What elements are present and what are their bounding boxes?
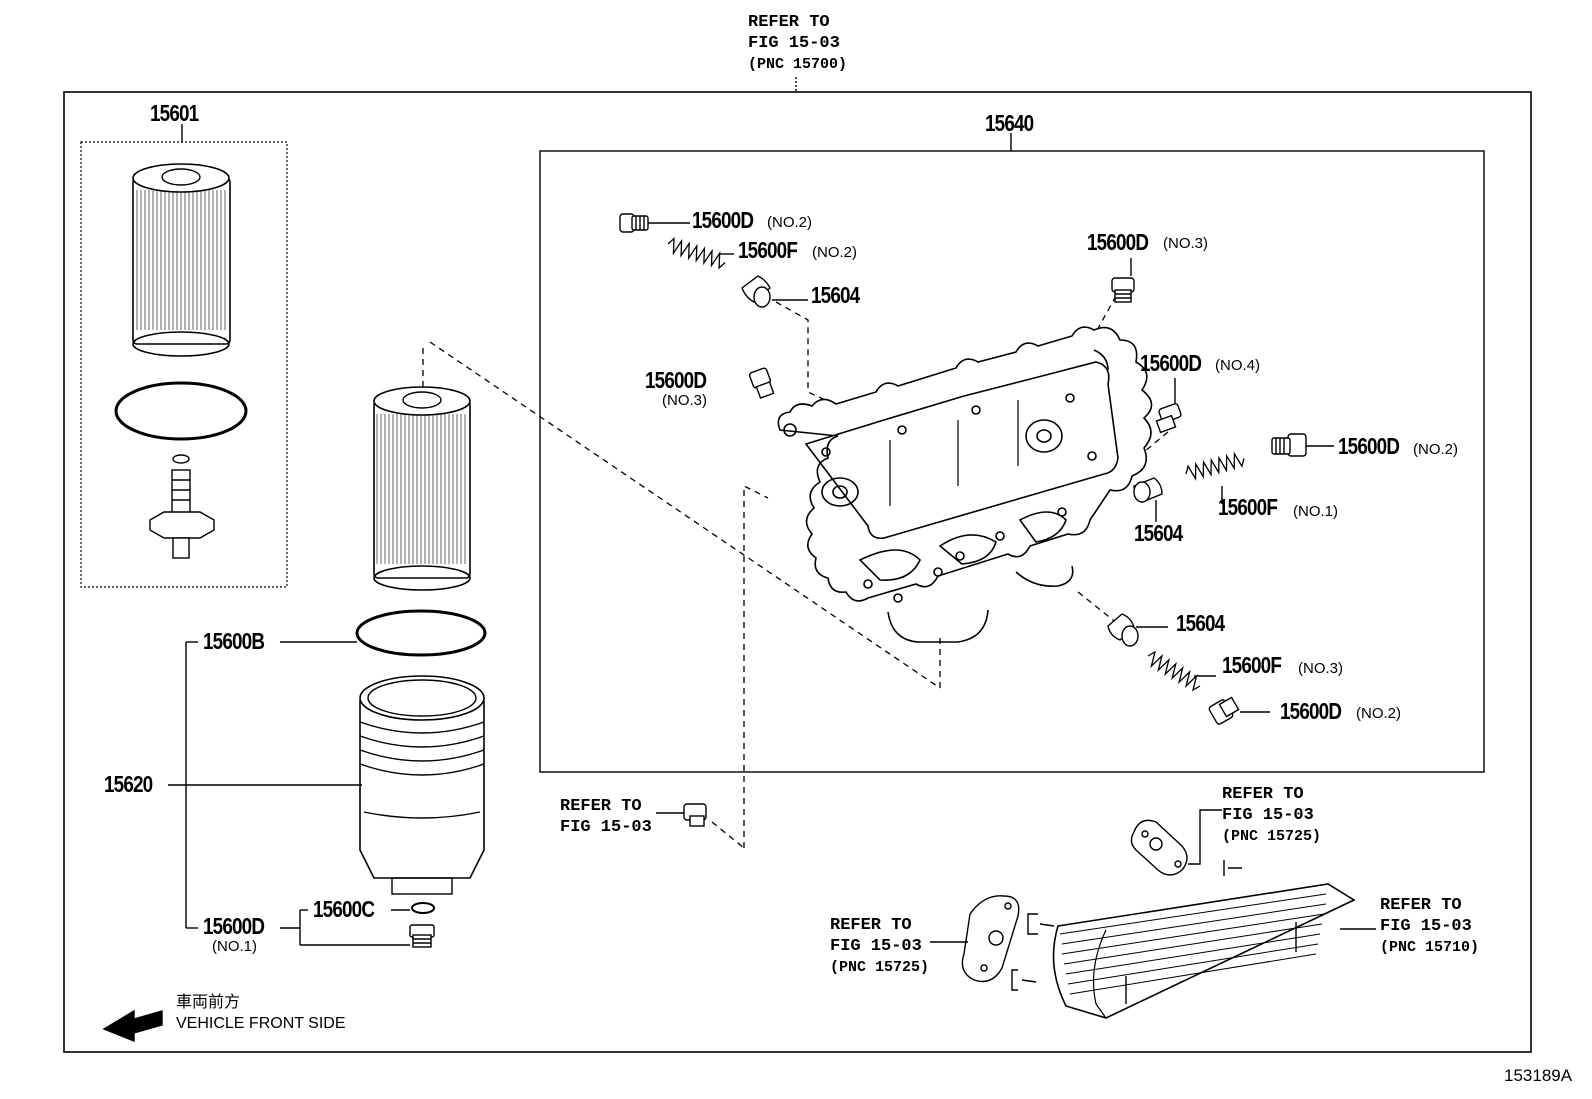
label-15600d-no1: 15600D — [203, 913, 265, 939]
label-no2-bottom: (NO.2) — [1356, 705, 1401, 722]
diagram-id: 153189A — [1504, 1066, 1573, 1085]
label-15600c: 15600C — [313, 896, 375, 922]
label-no3-right: (NO.3) — [1163, 235, 1208, 252]
valve-15604-right — [1133, 477, 1163, 503]
label-15600d-no4: 15600D — [1140, 350, 1202, 376]
label-15600d-no2-right: 15600D — [1338, 433, 1400, 459]
label-15600b: 15600B — [203, 628, 265, 654]
label-15604-top: 15604 — [811, 282, 860, 308]
label-15600d-no2-bottom: 15600D — [1280, 698, 1342, 724]
label-15604-right: 15604 — [1134, 520, 1183, 546]
label-15600d-no3-left: 15600D — [645, 367, 707, 393]
label-no2-right: (NO.2) — [1413, 441, 1458, 458]
drain-plug — [409, 924, 435, 948]
label-no3-f: (NO.3) — [1298, 660, 1343, 677]
main-frame — [63, 91, 1532, 1053]
oil-cooler-cover — [777, 326, 1153, 643]
oil-cooler-frame — [539, 150, 1485, 773]
label-no3-left: (NO.3) — [662, 392, 707, 409]
label-15640: 15640 — [985, 110, 1034, 136]
oil-cooler-element — [1011, 860, 1356, 1019]
bolt-refer — [683, 803, 707, 827]
plug-15600d-no3-right — [1111, 277, 1135, 303]
gasket-left — [961, 895, 1020, 983]
oil-filter-element — [373, 386, 471, 591]
label-15600d-no2-top: 15600D — [692, 207, 754, 233]
plug-15600d-no2-right — [1271, 433, 1307, 457]
o-ring-15600c — [411, 902, 435, 914]
valve-15604-bottom — [1107, 613, 1139, 647]
label-15601: 15601 — [150, 100, 199, 126]
filter-element-kit — [114, 163, 248, 559]
label-no4: (NO.4) — [1215, 357, 1260, 374]
label-no1-f: (NO.1) — [1293, 503, 1338, 520]
front-arrow-icon — [102, 1009, 163, 1043]
label-15600f-no3: 15600F — [1222, 652, 1282, 678]
gasket-top — [1130, 819, 1188, 876]
label-15600f-no2: 15600F — [738, 237, 798, 263]
label-15620: 15620 — [104, 771, 153, 797]
plug-15600d-no4 — [1155, 403, 1182, 434]
label-15600f-no1: 15600F — [1218, 494, 1278, 520]
valve-15604-top — [741, 275, 771, 308]
label-15604-bottom: 15604 — [1176, 610, 1225, 636]
plug-15600d-no2-top — [619, 213, 649, 233]
plug-15600d-no3-left — [748, 367, 775, 399]
label-15600d-no3-right: 15600D — [1087, 229, 1149, 255]
label-no2-top: (NO.2) — [767, 214, 812, 231]
label-no2-f: (NO.2) — [812, 244, 857, 261]
o-ring-15600b — [355, 609, 487, 657]
filter-housing-cap — [359, 675, 485, 895]
label-no1-d: (NO.1) — [212, 938, 257, 955]
plug-15600d-no2-bottom — [1208, 696, 1240, 725]
filter-kit-frame — [80, 141, 288, 588]
